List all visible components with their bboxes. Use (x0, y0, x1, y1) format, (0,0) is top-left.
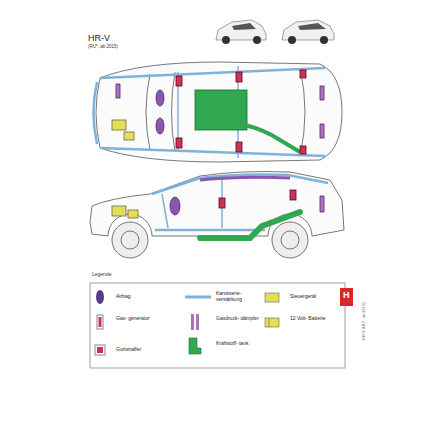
legend-symbol (95, 345, 105, 355)
title: HR-V (88, 34, 110, 44)
legend-symbol (97, 315, 103, 329)
legend-text: Steuergerät (290, 294, 334, 300)
subtitle: (RU*, ab 2015) (88, 45, 118, 50)
legend-text: Karosserie- verstärkung (216, 291, 260, 302)
side-note: HR-V (RU*, ab 2015) (362, 302, 366, 340)
legend-symbol (265, 318, 279, 327)
legend-frame (90, 283, 345, 368)
car-photo (216, 20, 266, 44)
car-photo (282, 20, 334, 44)
legend-text: Gurtstraffer (116, 347, 160, 353)
car-top-view (94, 62, 343, 162)
legend-heading: Legende (92, 272, 111, 278)
legend-text: Gasdruck- dämpfer (216, 316, 260, 322)
section-letter: H (343, 291, 350, 301)
section-tab (340, 288, 353, 306)
legend-symbol (191, 314, 199, 330)
legend-symbol (185, 297, 211, 298)
legend-text: Airbag (116, 294, 160, 300)
legend-symbol (189, 338, 201, 354)
legend-text: Kraftstoff- tank (216, 341, 260, 347)
legend-text: Gas- generator (116, 316, 160, 322)
legend-symbol (96, 290, 104, 304)
legend-symbol (265, 293, 279, 302)
legend-text: 12 Volt- Batterie (290, 316, 334, 322)
car-side-view (90, 172, 344, 259)
